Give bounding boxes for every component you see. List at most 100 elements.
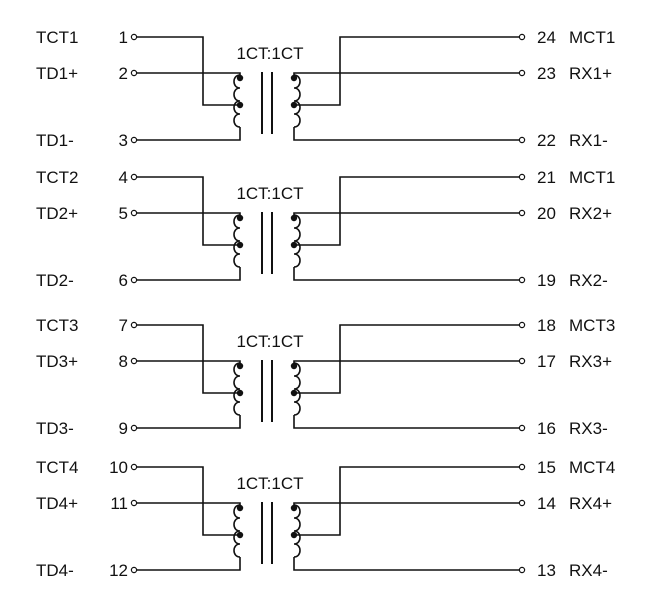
- secondary-positive-wire: [293, 212, 519, 215]
- pin-terminal-right: [518, 173, 526, 181]
- primary-positive-wire: [137, 212, 241, 215]
- left-signal-label: TCT3: [36, 316, 79, 335]
- right-pin-number: 17: [537, 352, 556, 371]
- left-pin-number: 1: [119, 28, 128, 47]
- pin-terminal-left: [130, 173, 138, 181]
- left-pin-number: 6: [119, 271, 128, 290]
- pin-terminal-right: [518, 463, 526, 471]
- secondary-negative-wire: [293, 127, 519, 141]
- polarity-dot: [290, 214, 298, 222]
- pin-terminal-left: [130, 69, 138, 77]
- pin-terminal-right: [518, 276, 526, 284]
- secondary-winding: [293, 504, 301, 558]
- right-pin-number: 18: [537, 316, 556, 335]
- pin-terminal-right: [518, 69, 526, 77]
- polarity-dot: [290, 101, 298, 109]
- primary-center-tap-wire: [137, 466, 240, 536]
- secondary-positive-wire: [293, 502, 519, 505]
- polarity-dot: [290, 531, 298, 539]
- right-pin-number: 19: [537, 271, 556, 290]
- secondary-negative-wire: [293, 267, 519, 281]
- polarity-dot: [236, 241, 244, 249]
- right-pin-number: 13: [537, 561, 556, 580]
- right-signal-label: MCT4: [569, 458, 615, 477]
- primary-winding: [233, 214, 241, 268]
- polarity-dot: [236, 214, 244, 222]
- right-signal-label: RX1-: [569, 131, 608, 150]
- pin-terminal-right: [518, 321, 526, 329]
- left-signal-label: TD4-: [36, 561, 74, 580]
- transformer-ratio-label: 1CT:1CT: [236, 184, 303, 203]
- right-signal-label: RX2+: [569, 204, 612, 223]
- right-signal-label: RX3+: [569, 352, 612, 371]
- secondary-winding: [293, 214, 301, 268]
- pin-terminal-left: [130, 566, 138, 574]
- secondary-winding: [293, 362, 301, 416]
- secondary-center-tap-wire: [294, 36, 519, 106]
- pin-terminal-right: [518, 33, 526, 41]
- right-pin-number: 14: [537, 494, 556, 513]
- secondary-center-tap-wire: [294, 466, 519, 536]
- pin-terminal-left: [130, 209, 138, 217]
- right-signal-label: RX1+: [569, 64, 612, 83]
- left-signal-label: TD1+: [36, 64, 78, 83]
- right-signal-label: MCT1: [569, 28, 615, 47]
- left-signal-label: TD3+: [36, 352, 78, 371]
- right-signal-label: RX4-: [569, 561, 608, 580]
- pin-terminal-left: [130, 463, 138, 471]
- polarity-dot: [290, 362, 298, 370]
- left-pin-number: 9: [119, 419, 128, 438]
- secondary-negative-wire: [293, 415, 519, 429]
- left-pin-number: 5: [119, 204, 128, 223]
- right-pin-number: 23: [537, 64, 556, 83]
- left-signal-label: TCT4: [36, 458, 79, 477]
- polarity-dot: [236, 389, 244, 397]
- transformer-ratio-label: 1CT:1CT: [236, 332, 303, 351]
- right-pin-number: 21: [537, 168, 556, 187]
- primary-winding: [233, 504, 241, 558]
- pin-terminal-right: [518, 499, 526, 507]
- polarity-dot: [290, 74, 298, 82]
- secondary-positive-wire: [293, 360, 519, 363]
- right-pin-number: 22: [537, 131, 556, 150]
- primary-positive-wire: [137, 72, 241, 75]
- polarity-dot: [290, 389, 298, 397]
- right-signal-label: MCT1: [569, 168, 615, 187]
- primary-center-tap-wire: [137, 176, 240, 246]
- left-pin-number: 11: [110, 494, 128, 513]
- pin-terminal-left: [130, 321, 138, 329]
- primary-negative-wire: [137, 127, 241, 141]
- pin-terminal-left: [130, 136, 138, 144]
- primary-positive-wire: [137, 360, 241, 363]
- left-signal-label: TCT1: [36, 28, 79, 47]
- polarity-dot: [290, 504, 298, 512]
- pin-terminal-left: [130, 33, 138, 41]
- pin-terminal-left: [130, 276, 138, 284]
- pin-terminal-right: [518, 209, 526, 217]
- secondary-winding: [293, 74, 301, 128]
- secondary-center-tap-wire: [294, 176, 519, 246]
- primary-negative-wire: [137, 267, 241, 281]
- right-signal-label: RX2-: [569, 271, 608, 290]
- right-signal-label: MCT3: [569, 316, 615, 335]
- right-signal-label: RX4+: [569, 494, 612, 513]
- pin-terminal-left: [130, 357, 138, 365]
- left-signal-label: TD1-: [36, 131, 74, 150]
- right-pin-number: 20: [537, 204, 556, 223]
- transformer-ratio-label: 1CT:1CT: [236, 44, 303, 63]
- polarity-dot: [290, 241, 298, 249]
- secondary-positive-wire: [293, 72, 519, 75]
- primary-winding: [233, 74, 241, 128]
- pin-terminal-right: [518, 566, 526, 574]
- right-pin-number: 24: [537, 28, 556, 47]
- polarity-dot: [236, 101, 244, 109]
- left-signal-label: TD4+: [36, 494, 78, 513]
- polarity-dot: [236, 504, 244, 512]
- left-signal-label: TD2+: [36, 204, 78, 223]
- left-pin-number: 8: [119, 352, 128, 371]
- polarity-dot: [236, 362, 244, 370]
- polarity-dot: [236, 531, 244, 539]
- primary-negative-wire: [137, 415, 241, 429]
